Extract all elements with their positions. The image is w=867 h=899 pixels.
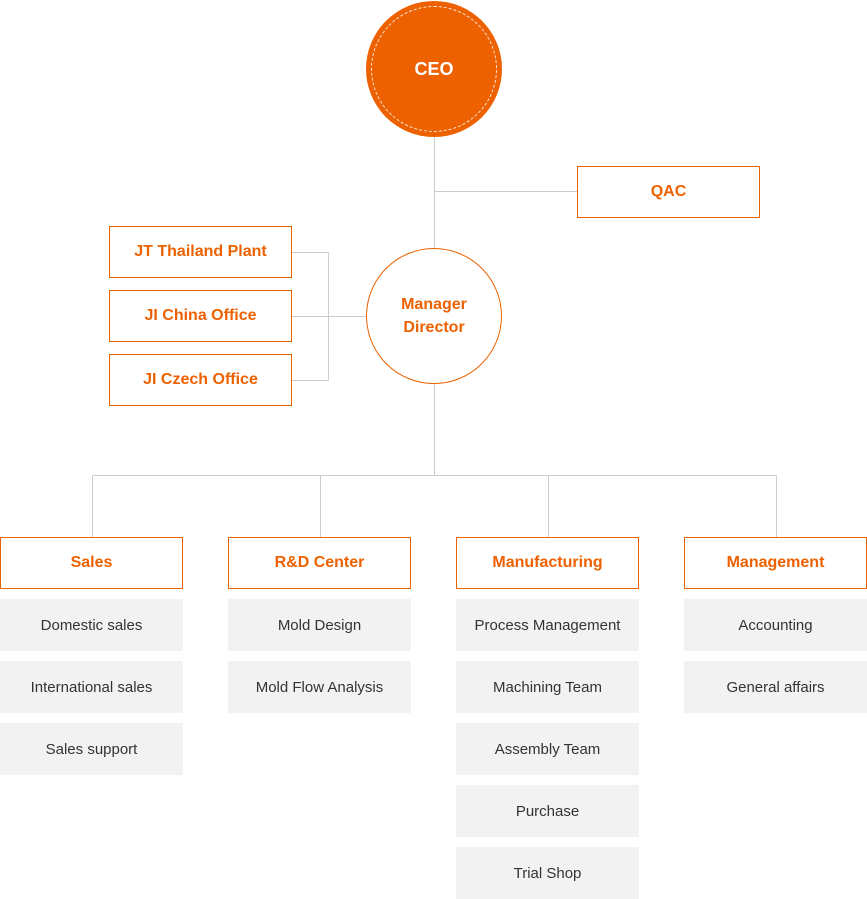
sub-team: Purchase	[456, 785, 639, 837]
manager-director-line2: Director	[403, 319, 465, 336]
manager-director-line1: Manager	[401, 296, 467, 313]
ceo-label: CEO	[371, 6, 497, 132]
dept-sales: Sales	[0, 537, 183, 589]
dept-management: Management	[684, 537, 867, 589]
sub-team: Sales support	[0, 723, 183, 775]
office-thailand-node: JT Thailand Plant	[109, 226, 292, 278]
sub-team: Domestic sales	[0, 599, 183, 651]
sub-team: Trial Shop	[456, 847, 639, 899]
sub-team: International sales	[0, 661, 183, 713]
sub-team: Mold Design	[228, 599, 411, 651]
sub-team: Mold Flow Analysis	[228, 661, 411, 713]
manager-director-node: Manager Director	[366, 248, 502, 384]
sub-team: Assembly Team	[456, 723, 639, 775]
qac-node: QAC	[577, 166, 760, 218]
sub-team: General affairs	[684, 661, 867, 713]
dept-manufacturing: Manufacturing	[456, 537, 639, 589]
dept-rnd-center: R&D Center	[228, 537, 411, 589]
sub-team: Process Management	[456, 599, 639, 651]
sub-team: Machining Team	[456, 661, 639, 713]
ceo-node: CEO	[366, 1, 502, 137]
sub-team: Accounting	[684, 599, 867, 651]
office-czech-node: JI Czech Office	[109, 354, 292, 406]
office-china-node: JI China Office	[109, 290, 292, 342]
